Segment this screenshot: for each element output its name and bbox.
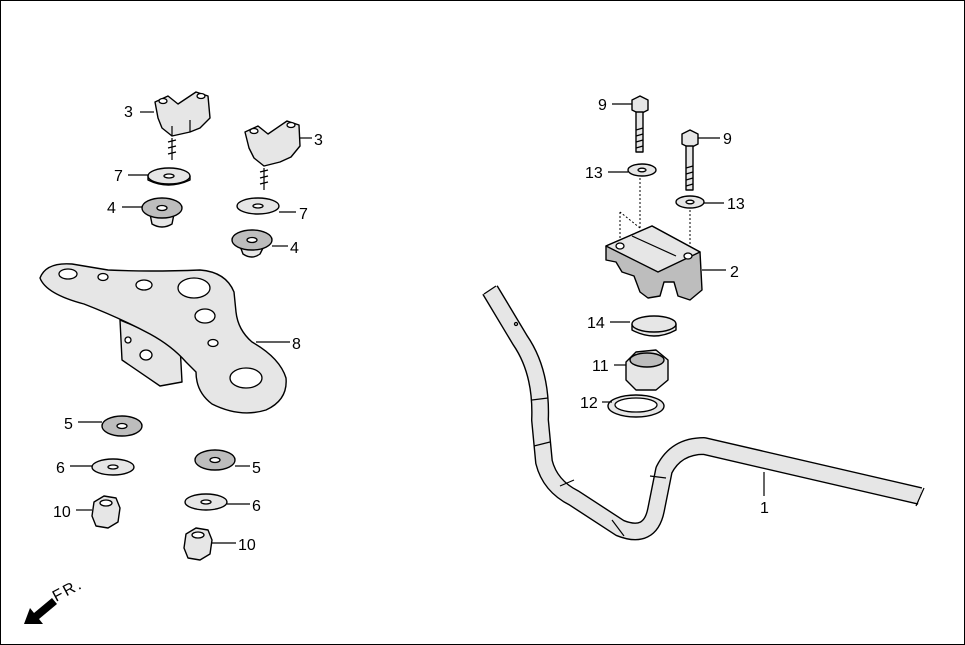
rubber-4-right — [231, 229, 273, 258]
rubber-4-left — [141, 197, 183, 228]
bolt-9-right — [681, 129, 699, 191]
handlebar-riser-left — [154, 91, 211, 160]
callout-5-right: 5 — [252, 460, 261, 477]
callout-12: 12 — [580, 395, 598, 412]
handlebar-holder — [605, 225, 703, 301]
washer-6-right — [184, 493, 228, 511]
callout-11: 11 — [592, 358, 609, 375]
callout-1: 1 — [760, 500, 769, 517]
callout-6-left: 6 — [56, 460, 65, 477]
handlebar-riser-right — [244, 120, 301, 190]
callout-7-left: 7 — [114, 168, 123, 185]
washer-12 — [607, 394, 665, 418]
callout-10-left: 10 — [53, 504, 71, 521]
callout-5-left: 5 — [64, 416, 73, 433]
callout-9-right: 9 — [723, 131, 732, 148]
front-direction-arrow-icon — [24, 598, 57, 624]
rubber-5-left — [101, 415, 143, 437]
callout-13-left: 13 — [585, 165, 603, 182]
nut-11 — [625, 349, 669, 391]
washer-7-left — [147, 167, 191, 186]
handlebar-bracket — [39, 263, 287, 414]
callout-13-right: 13 — [727, 196, 745, 213]
callout-9-left: 9 — [598, 97, 607, 114]
front-direction-label: FR. — [50, 576, 86, 606]
washer-7-right — [236, 197, 280, 215]
callout-3-left: 3 — [124, 104, 133, 121]
callout-2: 2 — [730, 264, 739, 281]
washer-13-right — [675, 195, 705, 209]
washer-13-left — [627, 163, 657, 177]
callout-6-right: 6 — [252, 498, 261, 515]
callout-4-left: 4 — [107, 200, 116, 217]
callout-8: 8 — [292, 336, 301, 353]
handlebar — [482, 285, 925, 541]
callout-7-right: 7 — [299, 206, 308, 223]
nut-10-left — [91, 495, 121, 529]
callout-10-right: 10 — [238, 537, 256, 554]
callout-3-right: 3 — [314, 132, 323, 149]
washer-6-left — [91, 458, 135, 476]
rubber-5-right — [194, 449, 236, 471]
bolt-9-left — [631, 95, 649, 153]
callout-4-right: 4 — [290, 240, 299, 257]
nut-10-right — [183, 527, 213, 561]
callout-14: 14 — [587, 315, 605, 332]
cap-14 — [631, 315, 677, 337]
